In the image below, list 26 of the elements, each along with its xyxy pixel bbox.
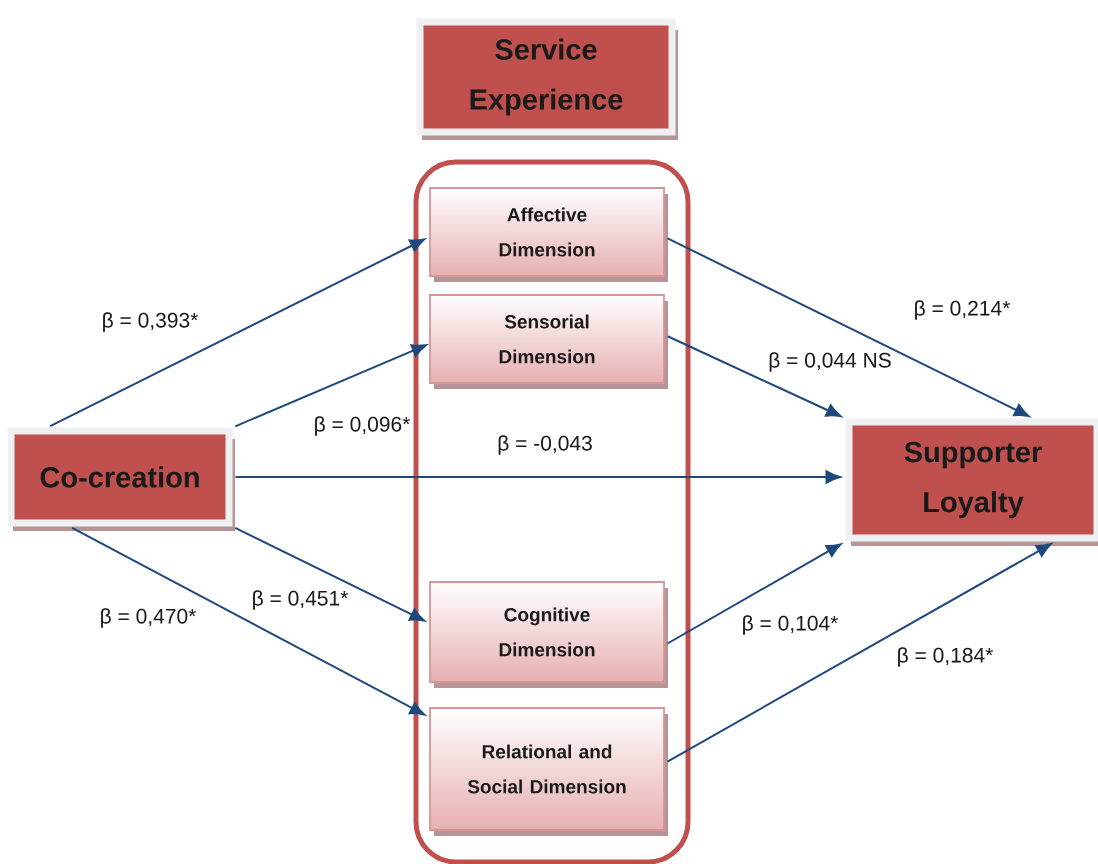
- edge-label: β = 0,184*: [895, 645, 995, 669]
- arrow: [234, 526, 425, 622]
- arrow: [666, 335, 842, 418]
- edge-label: β = 0,044 NS: [766, 350, 894, 374]
- edge-label: β = 0,214*: [912, 298, 1012, 322]
- edge-label: β = 0,393*: [100, 310, 200, 334]
- edge-label: β = -0,043: [495, 433, 595, 457]
- dimension-box: Cognitive Dimension: [429, 581, 668, 688]
- construct-box: Co-creation: [7, 427, 235, 531]
- group-frame: [413, 159, 691, 864]
- arrow: [49, 238, 425, 428]
- construct-box: Service Experience: [416, 18, 678, 140]
- dimension-box: Sensorial Dimension: [429, 294, 668, 389]
- edge-label: β = 0,470*: [98, 606, 198, 630]
- arrow: [234, 470, 841, 484]
- edge-label: β = 0,104*: [740, 613, 840, 637]
- arrow: [234, 344, 427, 428]
- edge-label: β = 0,451*: [250, 588, 350, 612]
- construct-box: Supporter Loyalty: [845, 418, 1098, 546]
- arrow: [666, 237, 1030, 417]
- arrow: [666, 543, 1052, 763]
- edge-label: β = 0,096*: [312, 414, 412, 438]
- dimension-box: Relational and Social Dimension: [429, 707, 668, 836]
- arrow: [666, 543, 842, 645]
- dimension-box: Affective Dimension: [429, 187, 668, 282]
- arrow: [71, 526, 426, 716]
